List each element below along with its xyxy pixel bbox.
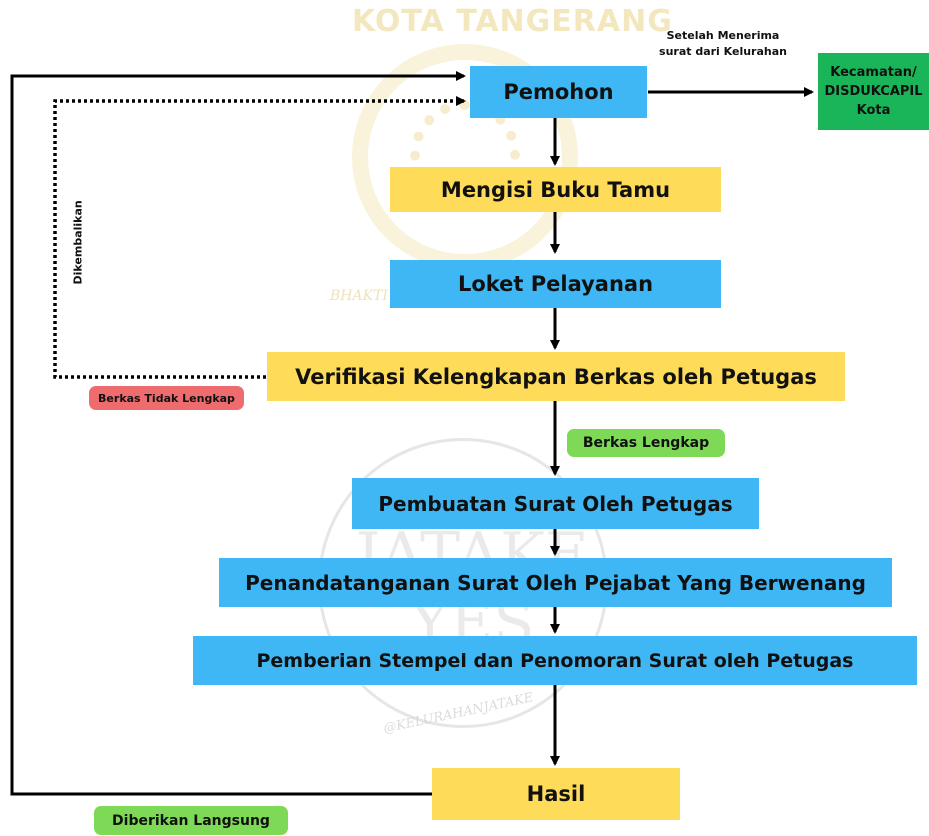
- tag-diberikan-langsung: Diberikan Langsung: [94, 806, 288, 835]
- node-pemberian-stempel: Pemberian Stempel dan Penomoran Surat ol…: [193, 636, 917, 685]
- label-dikembalikan: Dikembalikan: [71, 200, 85, 285]
- loop-verifikasi-to-pemohon: [53, 96, 466, 379]
- tag-berkas-tidak-lengkap: Berkas Tidak Lengkap: [89, 386, 244, 410]
- node-mengisi-buku-tamu: Mengisi Buku Tamu: [390, 167, 721, 212]
- loop-hasil-to-pemohon: [10, 71, 466, 796]
- node-verifikasi-berkas: Verifikasi Kelengkapan Berkas oleh Petug…: [267, 352, 845, 401]
- node-pemohon: Pemohon: [470, 66, 647, 118]
- node-penandatanganan-surat: Penandatanganan Surat Oleh Pejabat Yang …: [219, 558, 892, 607]
- node-kecamatan-disdukcapil: Kecamatan/ DISDUKCAPIL Kota: [818, 53, 929, 130]
- tag-berkas-lengkap: Berkas Lengkap: [567, 429, 725, 457]
- node-loket-pelayanan: Loket Pelayanan: [390, 260, 721, 308]
- node-hasil: Hasil: [432, 768, 680, 820]
- node-pembuatan-surat: Pembuatan Surat Oleh Petugas: [352, 478, 759, 529]
- watermark-city-text: KOTA TANGERANG: [352, 4, 673, 39]
- label-setelah-menerima-surat: Setelah Menerima surat dari Kelurahan: [659, 29, 787, 58]
